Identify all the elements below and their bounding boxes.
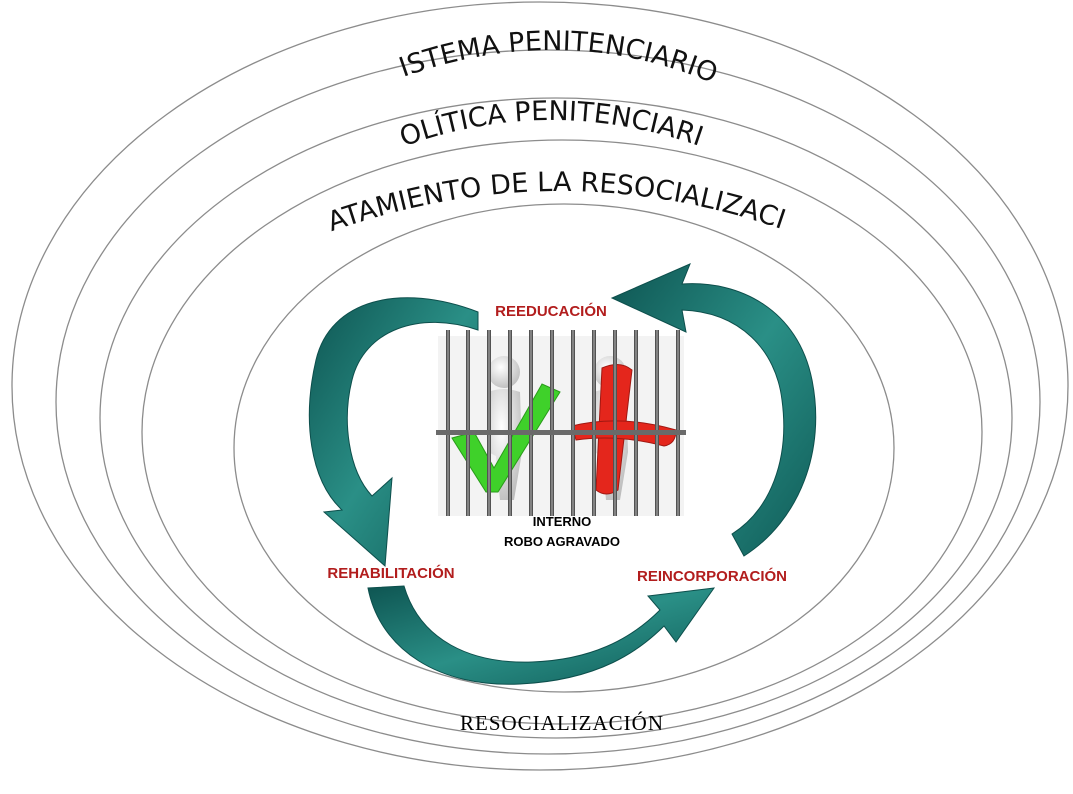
prison-bars <box>436 330 686 516</box>
center-illustration <box>436 330 686 516</box>
bottom-label-resocializacion: RESOCIALIZACIÓN <box>460 711 664 735</box>
arrow-to-reincorporacion <box>367 585 716 685</box>
arrow-to-reeducacion <box>610 263 817 557</box>
stage-label-rehabilitacion: REHABILITACIÓN <box>327 564 454 582</box>
center-label-interno: INTERNO <box>533 514 592 529</box>
arrow-to-rehabilitacion <box>308 297 479 568</box>
cycle-arrows <box>308 263 817 685</box>
stage-label-reeducacion: REEDUCACIÓN <box>495 302 607 320</box>
center-label-robo-agravado: ROBO AGRAVADO <box>504 534 620 549</box>
stage-label-reincorporacion: REINCORPORACIÓN <box>637 567 787 585</box>
